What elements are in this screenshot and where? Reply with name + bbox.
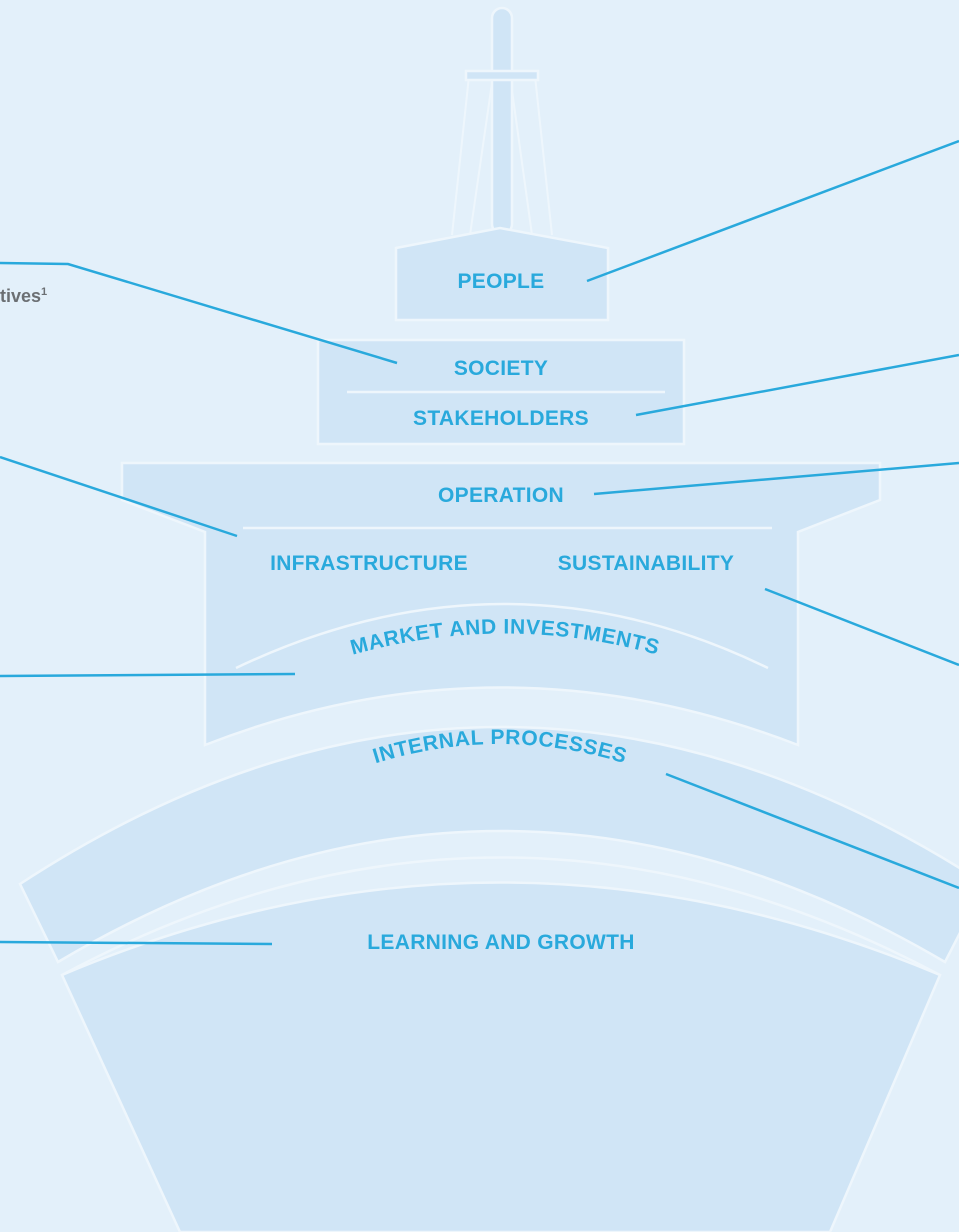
label-learning-and-growth: LEARNING AND GROWTH xyxy=(367,931,634,954)
label-infrastructure: INFRASTRUCTURE xyxy=(270,552,468,575)
label-stakeholders: STAKEHOLDERS xyxy=(413,407,589,430)
side-text-main: tives xyxy=(0,286,41,306)
label-society: SOCIETY xyxy=(454,357,548,380)
label-operation: OPERATION xyxy=(438,484,564,507)
side-text-superscript: 1 xyxy=(41,286,47,298)
side-text: tives1 xyxy=(0,286,47,306)
hull-lower xyxy=(60,881,942,1232)
hull-band xyxy=(18,725,959,964)
label-people: PEOPLE xyxy=(458,270,545,293)
label-sustainability: SUSTAINABILITY xyxy=(558,552,734,575)
leader-lines xyxy=(0,139,959,946)
cabin xyxy=(394,226,610,322)
mast xyxy=(451,6,553,236)
